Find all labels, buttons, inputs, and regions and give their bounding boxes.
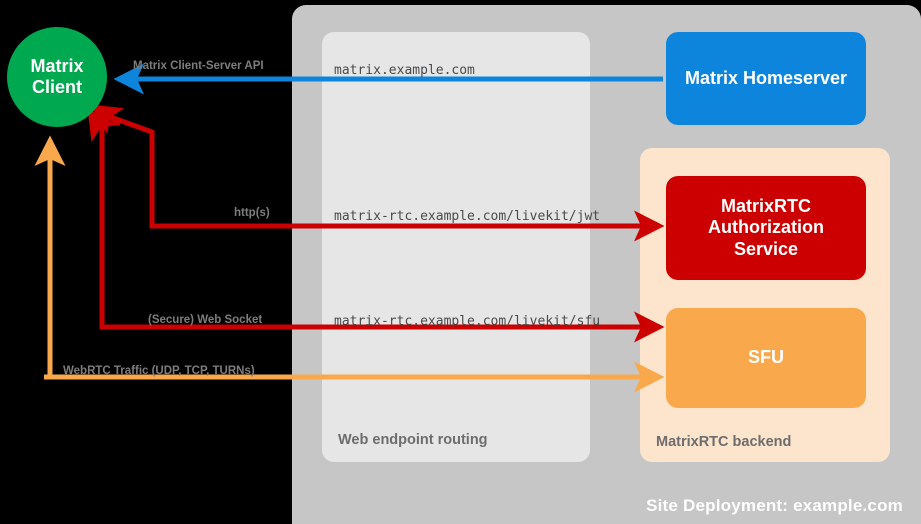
matrix-client-label-line1: Matrix [30, 56, 84, 77]
web-endpoint-routing-label: Web endpoint routing [338, 432, 488, 448]
matrix-client-node[interactable]: Matrix Client [7, 27, 107, 127]
sfu-label: SFU [748, 347, 784, 368]
edge-label-webrtc: WebRTC Traffic (UDP, TCP, TURNs) [63, 365, 255, 377]
url-livekit-sfu: matrix-rtc.example.com/livekit/sfu [334, 314, 601, 329]
auth-label-line2: Authorization [708, 217, 824, 238]
matrix-homeserver-label: Matrix Homeserver [684, 67, 848, 88]
matrix-homeserver-node[interactable]: Matrix Homeserver [666, 32, 866, 125]
matrixrtc-backend-label: MatrixRTC backend [656, 434, 792, 450]
matrixrtc-authorization-service-node[interactable]: MatrixRTC Authorization Service [666, 176, 866, 280]
matrix-client-label-line2: Client [31, 77, 82, 97]
sfu-node[interactable]: SFU [666, 308, 866, 408]
site-deployment-label: Site Deployment: example.com [646, 496, 903, 515]
web-endpoint-routing-container: Web endpoint routing [322, 32, 590, 462]
url-matrix-homeserver: matrix.example.com [334, 63, 475, 78]
url-livekit-jwt: matrix-rtc.example.com/livekit/jwt [334, 209, 601, 224]
edge-label-client-server-api: Matrix Client-Server API [133, 60, 264, 72]
auth-label-line1: MatrixRTC [720, 196, 811, 217]
auth-label-line3: Service [733, 238, 799, 259]
arrowhead-websocket-to-client [87, 108, 118, 143]
edge-label-http: http(s) [234, 207, 270, 219]
edge-label-websocket: (Secure) Web Socket [148, 314, 263, 326]
